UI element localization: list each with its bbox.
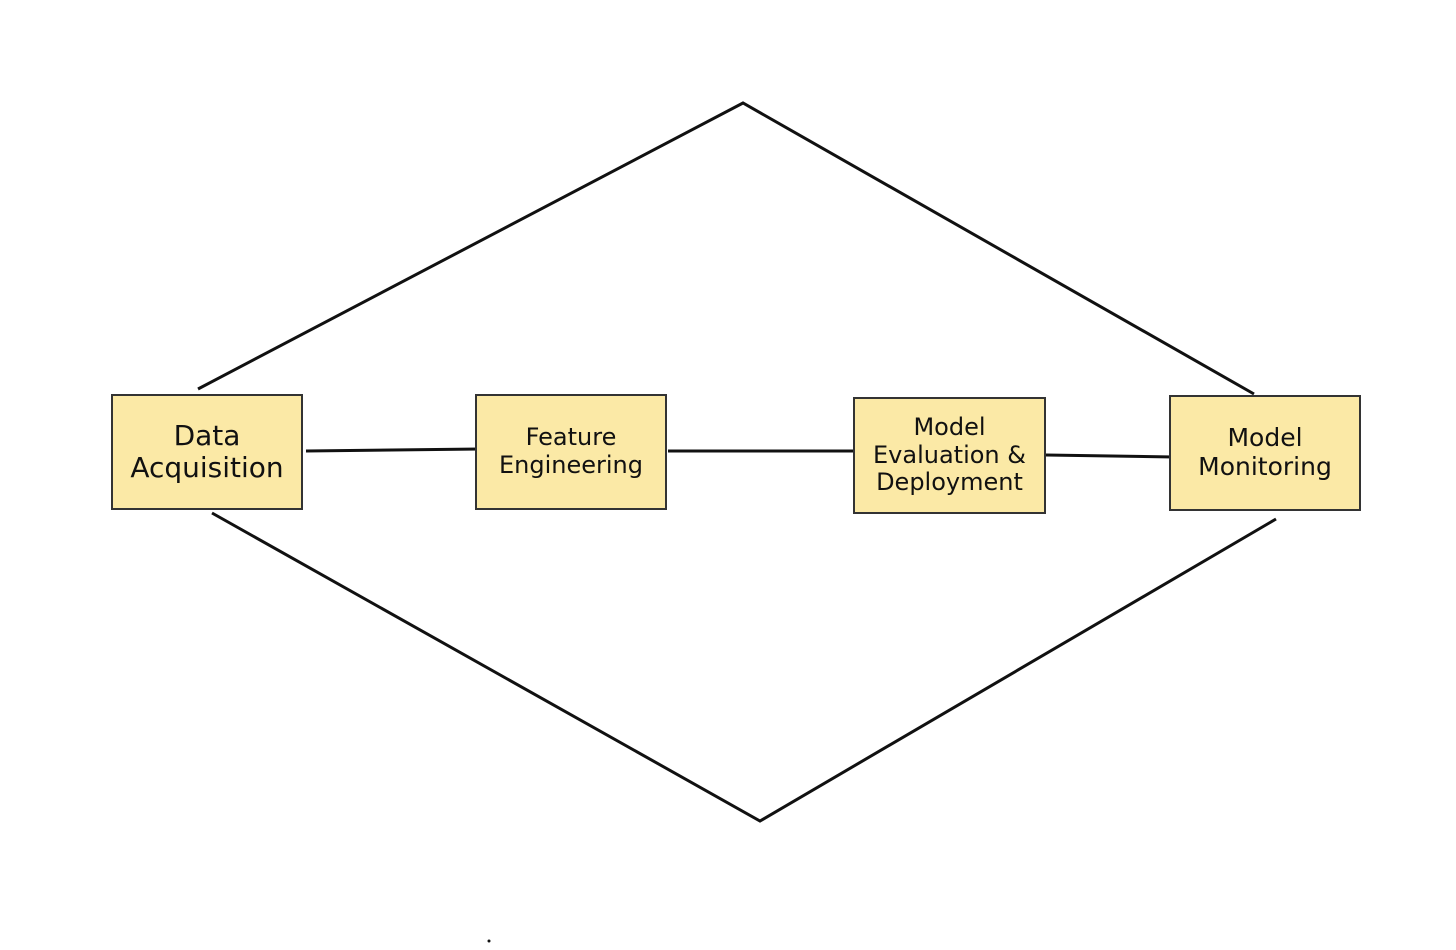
stray-dot (487, 939, 491, 943)
node-feature-engineering: Feature Engineering (475, 394, 667, 510)
node-model-evaluation-deployment: Model Evaluation & Deployment (853, 397, 1046, 514)
loop-bottom-connector (211, 511, 1277, 823)
loop-top-connector (197, 101, 1255, 396)
node-model-monitoring: Model Monitoring (1169, 395, 1361, 511)
node-data-acquisition: Data Acquisition (111, 394, 303, 510)
edge-eval-to-monitor (1045, 453, 1175, 459)
edge-data-to-feature (305, 447, 481, 453)
